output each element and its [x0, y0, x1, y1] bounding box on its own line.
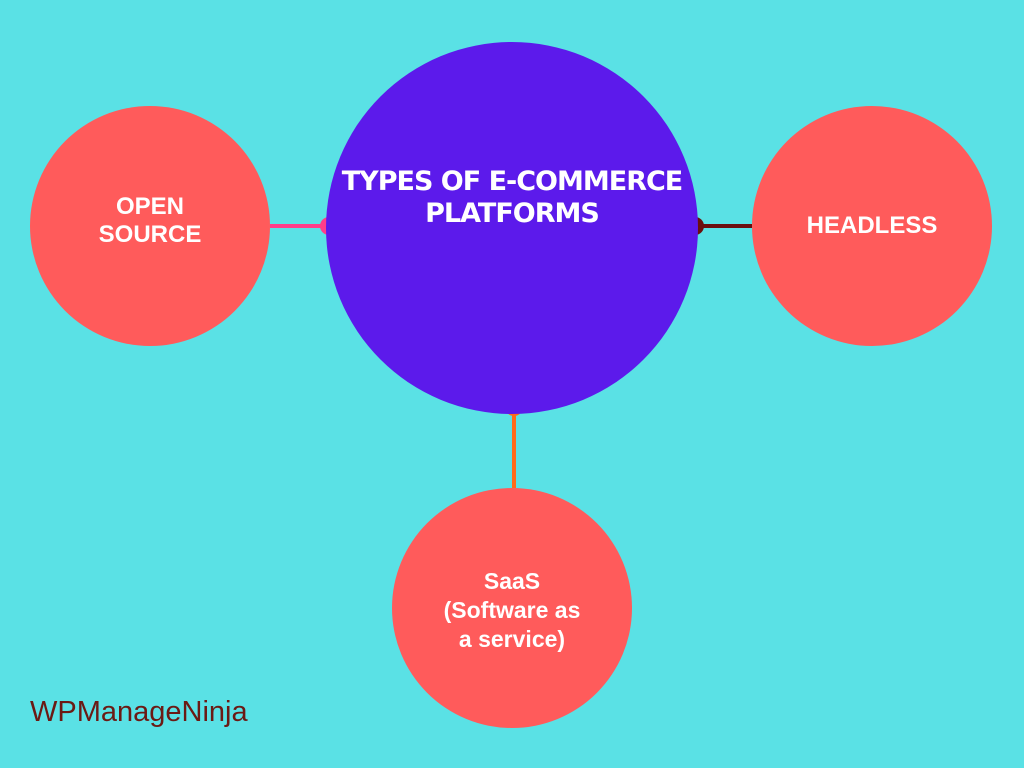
- node-saas-label: SaaS (Software as a service): [443, 567, 581, 652]
- node-open-source: OPEN SOURCE: [30, 106, 270, 346]
- node-headless: HEADLESS: [752, 106, 992, 346]
- node-headless-label: HEADLESS: [806, 212, 938, 239]
- center-node-title: TYPES OF E-COMMERCE PLATFORMS: [341, 166, 683, 229]
- node-open-source-label: OPEN SOURCE: [98, 193, 202, 248]
- center-node: TYPES OF E-COMMERCE PLATFORMS: [326, 42, 698, 414]
- brand-watermark: WPManageNinja: [30, 696, 248, 728]
- node-saas: SaaS (Software as a service): [392, 488, 632, 728]
